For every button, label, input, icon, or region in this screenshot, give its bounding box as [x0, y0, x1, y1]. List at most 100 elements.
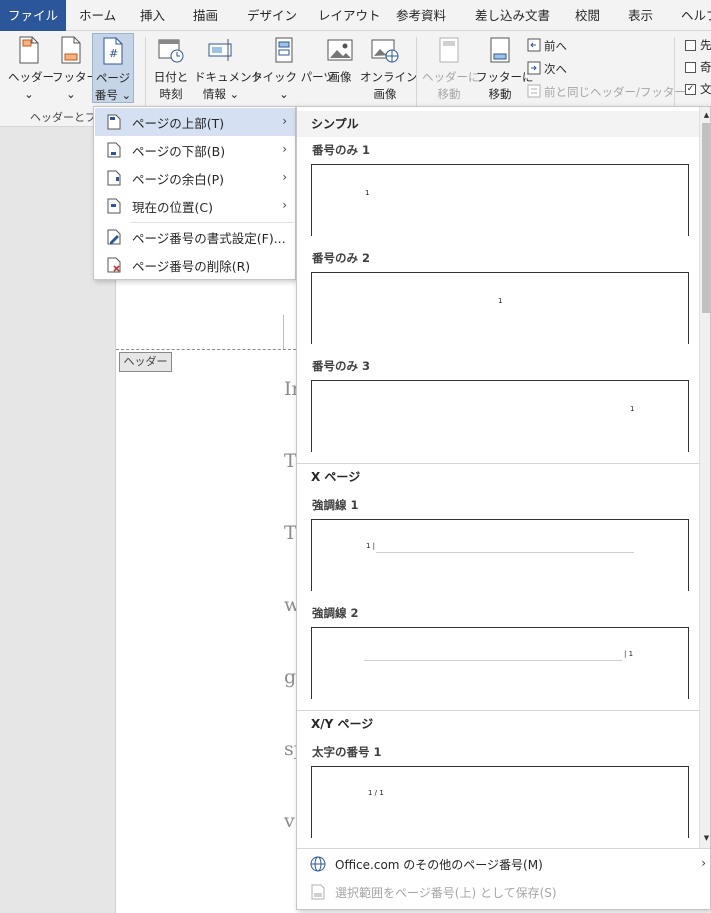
- page-number-label-2: 番号 ⌄: [94, 88, 132, 102]
- date-time-button[interactable]: 日付と 時刻: [150, 33, 192, 103]
- menu-item-page-margins[interactable]: ページの余白(P) ›: [95, 164, 295, 192]
- tab-review[interactable]: 校閲: [575, 8, 601, 23]
- page-number-button[interactable]: # ページ 番号 ⌄: [92, 33, 134, 103]
- footer-button[interactable]: フッター ⌄: [52, 33, 98, 103]
- tab-layout[interactable]: レイアウト: [318, 8, 381, 23]
- quick-parts-label: クイック パーツ: [251, 70, 335, 84]
- footer-icon: [52, 36, 90, 68]
- tab-help[interactable]: ヘルプ: [681, 8, 711, 23]
- picture-icon: [322, 36, 358, 68]
- page-number-icon: #: [93, 37, 133, 69]
- go-to-header-label-2: 移動: [437, 87, 461, 101]
- gallery-divider: [297, 848, 710, 849]
- tab-insert[interactable]: 挿入: [140, 8, 166, 23]
- group-divider: [145, 37, 146, 121]
- page-number-gallery: シンプル 番号のみ 1 1 番号のみ 2 1 番号のみ 3 1 X ページ 強調…: [296, 106, 711, 910]
- gallery-item-plain-number-2[interactable]: 1: [311, 272, 689, 344]
- svg-text:#: #: [109, 47, 118, 60]
- tab-file[interactable]: ファイル: [0, 0, 66, 31]
- next-button[interactable]: 次へ: [527, 60, 567, 78]
- page-number-menu: ページの上部(T) › ページの下部(B) › ページの余白(P) › 現在の位…: [93, 106, 296, 280]
- document-text-fragment: T: [284, 450, 297, 472]
- scroll-down-icon[interactable]: ▼: [701, 832, 710, 844]
- picture-button[interactable]: 画像: [322, 33, 358, 103]
- scroll-up-icon[interactable]: ▲: [701, 109, 710, 121]
- group-divider: [674, 37, 675, 121]
- gallery-item-accent-bar-1[interactable]: 1 |: [311, 519, 689, 591]
- chevron-right-icon: ›: [282, 114, 287, 128]
- gallery-item-accent-bar-2[interactable]: | 1: [311, 627, 689, 699]
- quick-parts-icon: [251, 36, 317, 68]
- document-info-button[interactable]: ドキュメント 情報 ⌄: [194, 33, 263, 103]
- preview-number: 1: [630, 405, 635, 413]
- quick-parts-button[interactable]: クイック パーツ ⌄: [251, 33, 335, 103]
- gallery-item-bold-numbers-1[interactable]: 1 / 1: [311, 766, 689, 838]
- online-picture-label: オンライン: [360, 70, 418, 84]
- tab-view[interactable]: 表示: [628, 8, 654, 23]
- save-selection-as-page-number[interactable]: 選択範囲をページ番号(上) として保存(S): [297, 878, 710, 906]
- gallery-item-name: 太字の番号 1: [312, 745, 382, 759]
- online-picture-icon: [360, 36, 410, 68]
- tab-home[interactable]: ホーム: [79, 8, 117, 23]
- gallery-item-plain-number-1[interactable]: 1: [311, 164, 689, 236]
- document-info-icon: [194, 36, 248, 68]
- menu-item-label: ページの余白(P): [132, 171, 225, 187]
- go-to-footer-icon: [476, 36, 524, 68]
- menu-item-bottom-of-page[interactable]: ページの下部(B) ›: [95, 136, 295, 164]
- menu-divider: [130, 222, 294, 223]
- link-to-previous-button[interactable]: 前と同じヘッダー/フッター: [527, 83, 686, 101]
- go-to-header-label: ヘッダーに: [422, 70, 480, 84]
- menu-item-format-page-numbers[interactable]: ページ番号の書式設定(F)...: [95, 223, 295, 251]
- menu-item-remove-page-numbers[interactable]: ページ番号の削除(R): [95, 251, 295, 279]
- option-checkbox-3[interactable]: ✓文: [685, 80, 711, 98]
- chevron-down-icon: ⌄: [279, 87, 289, 101]
- gallery-item-name: 番号のみ 3: [312, 359, 371, 373]
- more-page-numbers-label: Office.com のその他のページ番号(M): [335, 857, 543, 872]
- menu-item-current-position[interactable]: 現在の位置(C) ›: [95, 192, 295, 220]
- gallery-section-x-y-page: X/Y ページ: [297, 711, 699, 737]
- go-to-header-icon: [422, 36, 476, 68]
- gallery-divider: [297, 710, 699, 711]
- go-to-footer-label: フッターに: [476, 70, 534, 84]
- tab-mailings[interactable]: 差し込み文書: [475, 8, 551, 23]
- chevron-right-icon: ›: [701, 856, 706, 870]
- document-text-fragment: g: [284, 666, 297, 688]
- tab-design[interactable]: デザイン: [247, 8, 298, 23]
- menu-bar: ファイル ホーム 挿入 描画 デザイン レイアウト 参考資料 差し込み文書 校閲…: [0, 0, 711, 31]
- menu-item-top-of-page[interactable]: ページの上部(T) ›: [95, 108, 295, 136]
- accent-rule: [376, 552, 634, 553]
- menu-item-label: 現在の位置(C): [132, 199, 213, 215]
- go-to-footer-button[interactable]: フッターに 移動: [476, 33, 534, 103]
- header-button[interactable]: ヘッダー ⌄: [8, 33, 54, 103]
- document-text-fragment: T: [284, 522, 297, 544]
- checkbox-icon: [685, 61, 696, 73]
- save-to-gallery-icon: [309, 883, 327, 901]
- document-text-fragment: v: [284, 810, 295, 832]
- header-tag: ヘッダー: [119, 352, 172, 372]
- preview-number: 1: [365, 189, 370, 197]
- online-picture-label-2: 画像: [373, 87, 397, 101]
- online-picture-button[interactable]: オンライン 画像: [360, 33, 418, 103]
- footer-label: フッター: [52, 70, 98, 84]
- gallery-scrollbar[interactable]: ▲ ▼: [699, 107, 710, 848]
- next-label: 次へ: [544, 62, 567, 76]
- go-to-header-button[interactable]: ヘッダーに 移動: [422, 33, 480, 103]
- gallery-item-plain-number-3[interactable]: 1: [311, 380, 689, 452]
- option-label-1: 先: [700, 38, 711, 52]
- previous-button[interactable]: 前へ: [527, 37, 567, 55]
- next-icon: [527, 61, 541, 78]
- date-time-label-2: 時刻: [159, 87, 183, 101]
- option-checkbox-2[interactable]: 奇: [685, 58, 711, 76]
- option-checkbox-1[interactable]: 先: [685, 36, 711, 54]
- tab-draw[interactable]: 描画: [193, 8, 219, 23]
- header-boundary: [116, 349, 296, 350]
- scrollbar-thumb[interactable]: [702, 123, 710, 313]
- gallery-item-name: 強調線 1: [312, 498, 359, 512]
- page-number-label: ページ: [95, 71, 131, 85]
- tab-references[interactable]: 参考資料: [396, 8, 447, 23]
- option-label-3: 文: [700, 82, 711, 96]
- format-page-number-icon: [107, 229, 121, 245]
- gallery-item-name: 強調線 2: [312, 606, 359, 620]
- page-bottom-icon: [107, 142, 121, 158]
- more-page-numbers-office-com[interactable]: Office.com のその他のページ番号(M) ›: [297, 850, 710, 878]
